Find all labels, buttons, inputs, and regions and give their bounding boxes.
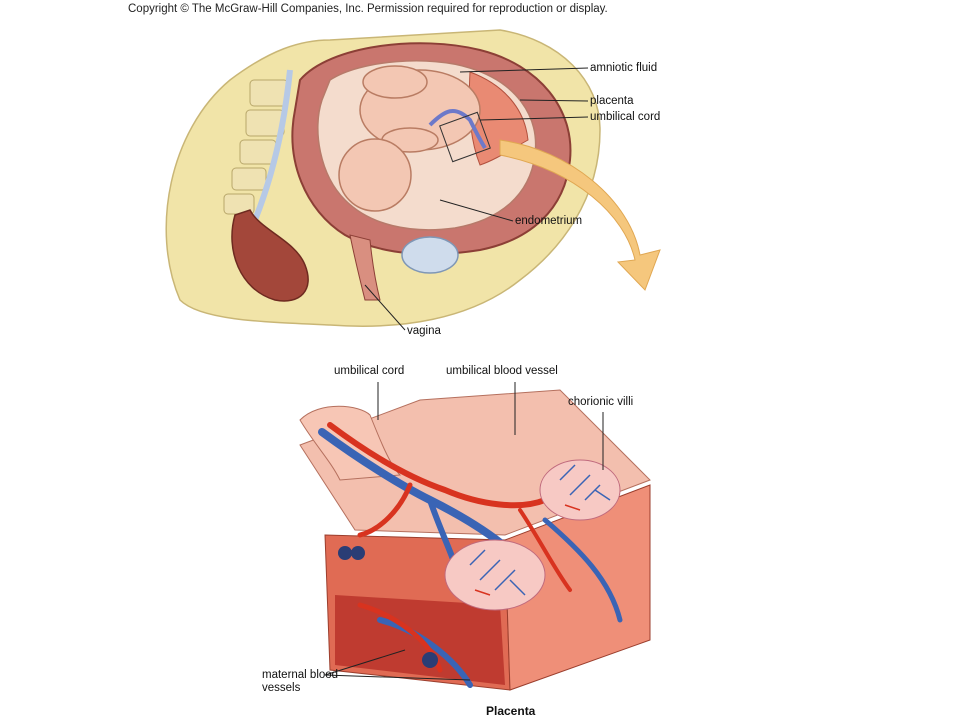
vein-branch [542,517,623,623]
artery-branch [357,482,413,538]
leader-umbilical-cord [479,116,589,121]
zoom-arrow [499,139,661,291]
leader-amniotic-fluid [459,67,589,73]
label-vagina: vagina [407,325,441,337]
spinal-cord [252,69,293,222]
leader-placenta [519,99,589,102]
villi-capillaries [469,464,611,596]
leader-vagina [364,284,406,331]
artery-branch [518,508,572,592]
pregnancy-cross-section [165,29,661,331]
label-amniotic-fluid: amniotic fluid [590,62,658,74]
maternal-vessel [377,617,473,688]
vertebra [239,139,277,165]
label-umbilical-blood-vessel: umbilical blood vessel [446,365,558,377]
villus-cluster [539,459,621,521]
villus-cluster [444,539,546,611]
label-endometrium: endometrium [515,215,583,227]
fetus-leg [362,65,428,99]
label-chorionic-villi: chorionic villi [568,396,634,408]
umbilical-vessels [318,422,623,688]
label-placenta: placenta [590,95,634,107]
copyright-notice: Copyright © The McGraw-Hill Companies, I… [128,3,608,15]
chorionic-villi [444,459,621,611]
inset-box [439,111,491,163]
leader-maternal-blood-vessels [324,649,406,676]
fetus-head [338,138,412,212]
label-umbilical-cord: umbilical cord [590,111,661,123]
figure-caption: Placenta [486,704,536,718]
umbilical-cord-line [428,109,487,150]
rectum [231,209,309,302]
label-umbilical-cord-bottom: umbilical cord [334,365,405,377]
umbilical-artery [327,422,548,509]
placenta-block-diagram [299,382,651,691]
vertebra [249,79,289,107]
umbilical-cord-stump [299,405,402,481]
vertebra [231,167,267,191]
bladder [401,236,459,274]
leader-maternal-blood-vessels [324,674,471,681]
cut-vessel [338,546,352,560]
leader-lines [324,382,604,681]
cut-vessel [351,546,365,560]
leader-endometrium [439,199,514,222]
cut-vessel [422,652,438,668]
label-maternal-blood-vessels: maternal blood vessels [262,669,339,694]
fetus [338,65,481,212]
leader-lines [364,67,589,331]
cervix-vagina [349,234,381,301]
